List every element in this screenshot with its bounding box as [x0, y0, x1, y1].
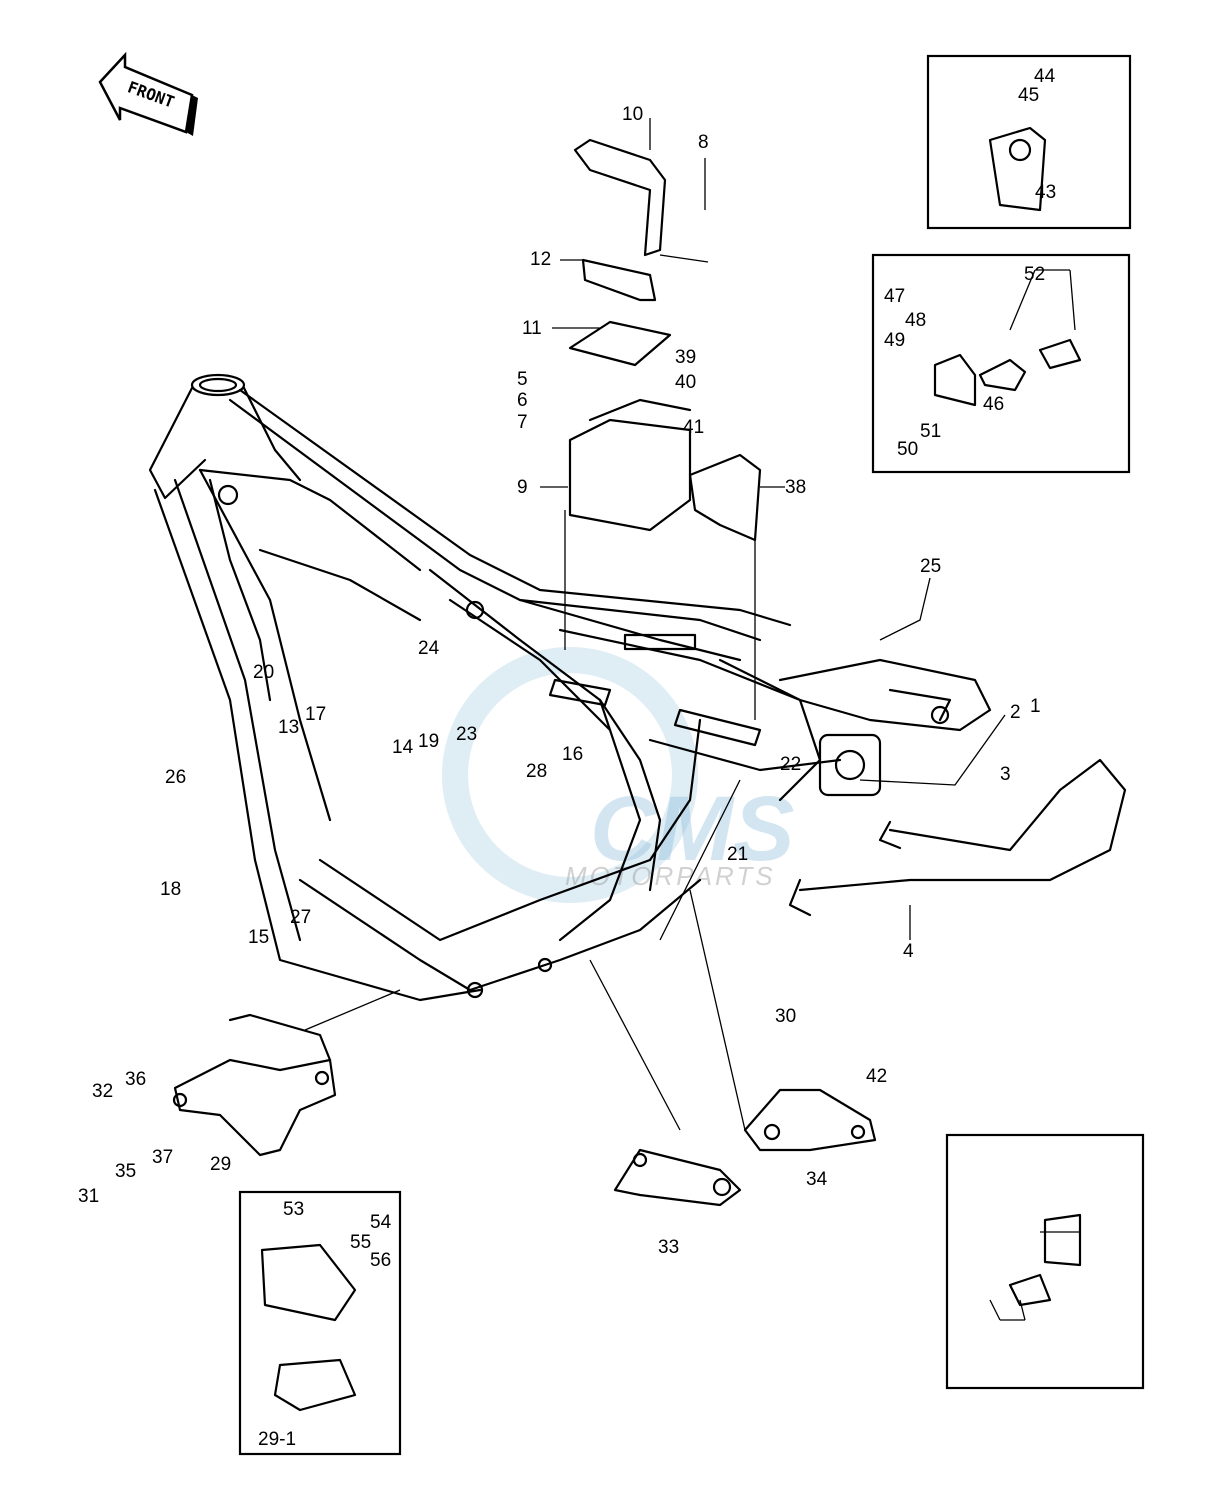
label-16: 16 — [562, 744, 583, 765]
label-55: 55 — [350, 1232, 371, 1253]
label-42: 42 — [866, 1066, 887, 1087]
label-36: 36 — [125, 1069, 146, 1090]
label-13: 13 — [278, 717, 299, 738]
label-20: 20 — [253, 662, 274, 683]
label-27: 27 — [290, 907, 311, 928]
label-43: 43 — [1035, 182, 1056, 203]
label-22: 22 — [780, 754, 801, 775]
label-8: 8 — [698, 132, 709, 153]
label-14: 14 — [392, 737, 414, 758]
label-24: 24 — [418, 638, 440, 659]
inset-parts — [260, 126, 1082, 1412]
label-30: 30 — [775, 1006, 796, 1027]
label-35: 35 — [115, 1161, 136, 1182]
label-12: 12 — [530, 249, 551, 270]
label-33: 33 — [658, 1237, 679, 1258]
label-25: 25 — [920, 556, 941, 577]
footpeg-bracket-34 — [743, 1088, 877, 1152]
label-54: 54 — [370, 1212, 392, 1233]
label-2: 2 — [1010, 702, 1021, 723]
leader-lines — [304, 118, 1080, 1321]
footpeg-bracket-33 — [613, 1148, 742, 1207]
label-53: 53 — [283, 1199, 304, 1220]
label-4: 4 — [903, 941, 914, 962]
label-34: 34 — [806, 1169, 828, 1190]
label-15: 15 — [248, 927, 269, 948]
label-3: 3 — [1000, 764, 1011, 785]
label-32: 32 — [92, 1081, 113, 1102]
label-7: 7 — [517, 412, 528, 433]
label-45: 45 — [1018, 85, 1039, 106]
lock-inset-lower — [945, 1133, 1145, 1390]
label-31: 31 — [78, 1186, 99, 1207]
label-38: 38 — [785, 477, 806, 498]
label-56: 56 — [370, 1250, 391, 1271]
bracket-29 — [172, 1013, 337, 1157]
center-stand — [788, 733, 1127, 917]
battery-box-assembly — [568, 138, 762, 542]
label-29-1: 29-1 — [258, 1429, 296, 1450]
label-29: 29 — [210, 1154, 231, 1175]
main-frame — [148, 373, 992, 1002]
label-49: 49 — [884, 330, 905, 351]
label-5: 5 — [517, 369, 528, 390]
label-9: 9 — [517, 477, 528, 498]
label-37: 37 — [152, 1147, 173, 1168]
lock-inset-upper — [871, 253, 1131, 474]
part-labels: 1 2 3 4 5 6 7 8 9 10 11 12 13 14 15 16 1… — [78, 66, 1056, 1450]
label-19: 19 — [418, 731, 439, 752]
label-52: 52 — [1024, 264, 1045, 285]
label-48: 48 — [905, 310, 926, 331]
watermark-sub: MOTORPARTS — [565, 861, 776, 891]
label-50: 50 — [897, 439, 918, 460]
label-10: 10 — [622, 104, 643, 125]
label-47: 47 — [884, 286, 905, 307]
ignition-plate-inset — [926, 54, 1132, 230]
label-26: 26 — [165, 767, 186, 788]
label-6: 6 — [517, 390, 528, 411]
label-46: 46 — [983, 394, 1004, 415]
label-23: 23 — [456, 724, 477, 745]
label-17: 17 — [305, 704, 326, 725]
label-44: 44 — [1034, 66, 1056, 87]
label-39: 39 — [675, 347, 696, 368]
label-1: 1 — [1030, 696, 1041, 717]
cover-inset — [238, 1190, 402, 1456]
label-40: 40 — [675, 372, 696, 393]
label-28: 28 — [526, 761, 547, 782]
label-21: 21 — [727, 844, 748, 865]
front-arrow-icon: FRONT — [98, 51, 198, 136]
label-18: 18 — [160, 879, 181, 900]
label-41: 41 — [683, 417, 704, 438]
label-51: 51 — [920, 421, 941, 442]
label-11: 11 — [522, 318, 542, 339]
